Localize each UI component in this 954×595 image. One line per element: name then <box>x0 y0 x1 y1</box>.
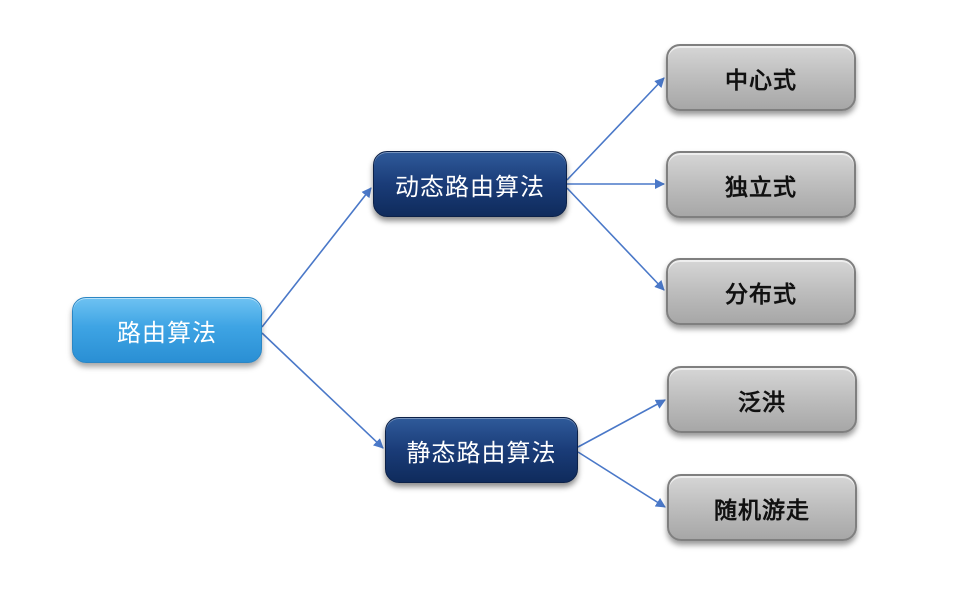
node-dynamic-routing: 动态路由算法 <box>373 151 567 217</box>
node-dynamic-routing-label: 动态路由算法 <box>395 172 545 201</box>
node-distributed-label: 分布式 <box>725 281 797 308</box>
node-distributed: 分布式 <box>666 258 856 325</box>
edge-dynamic-to-centralized <box>566 77 665 181</box>
node-routing-algorithm-label: 路由算法 <box>117 318 217 347</box>
node-static-routing-label: 静态路由算法 <box>406 438 557 467</box>
node-flooding-label: 泛洪 <box>738 389 786 416</box>
node-routing-algorithm: 路由算法 <box>72 297 262 363</box>
node-random-walk-label: 随机游走 <box>714 497 810 524</box>
node-random-walk: 随机游走 <box>667 474 857 541</box>
node-isolated: 独立式 <box>666 151 856 218</box>
edge-root-to-static <box>261 332 384 449</box>
edge-root-to-dynamic <box>261 187 372 328</box>
node-isolated-label: 独立式 <box>725 174 797 201</box>
node-centralized: 中心式 <box>666 44 856 111</box>
node-static-routing: 静态路由算法 <box>385 417 578 483</box>
edge-dynamic-to-distributed <box>566 187 665 291</box>
node-flooding: 泛洪 <box>667 366 857 433</box>
edge-static-to-random-walk <box>577 451 666 508</box>
edge-static-to-flooding <box>577 399 666 448</box>
node-centralized-label: 中心式 <box>725 67 797 94</box>
